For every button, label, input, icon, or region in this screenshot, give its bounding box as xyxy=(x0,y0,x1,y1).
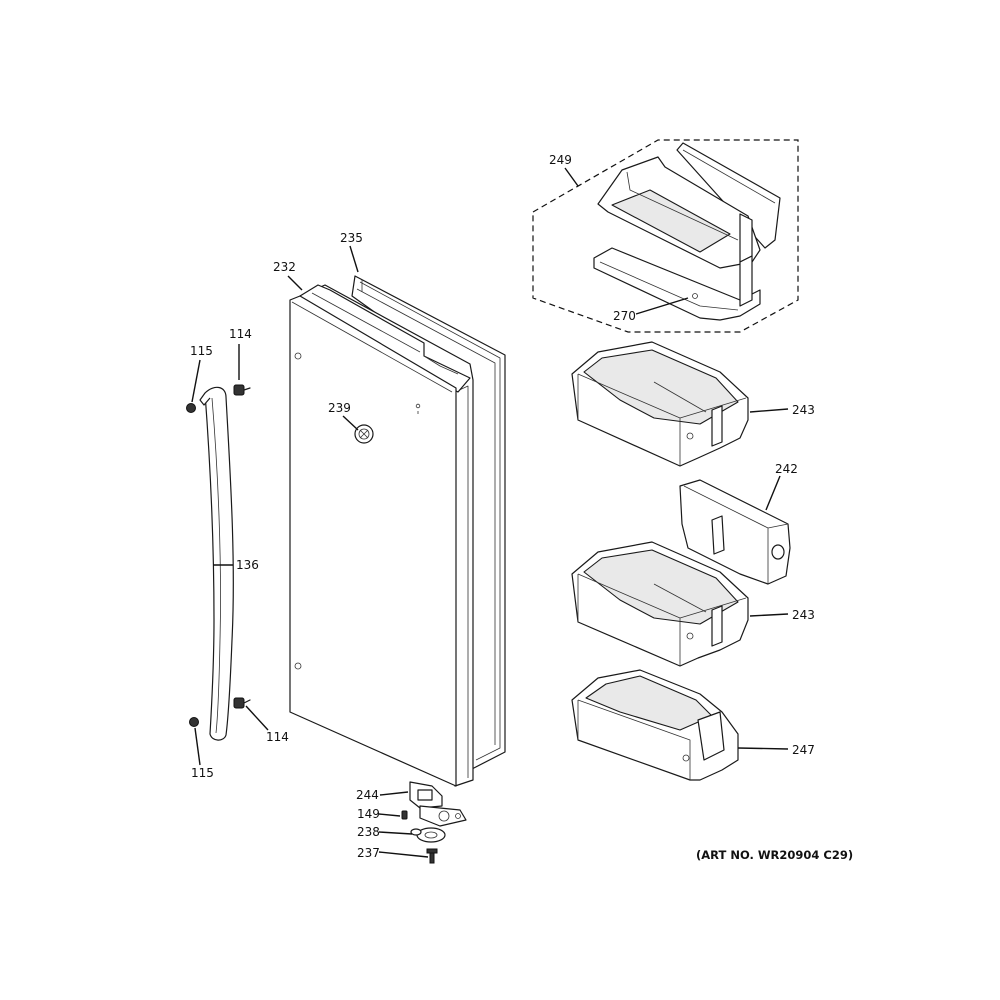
callout-136: 136 xyxy=(236,558,259,572)
handle-screw-top[interactable] xyxy=(233,384,251,396)
callout-247: 247 xyxy=(792,743,815,757)
door-panel[interactable] xyxy=(289,284,474,787)
hinge-screw-237[interactable] xyxy=(426,848,438,864)
dairy-compartment-assembly[interactable] xyxy=(532,139,799,333)
callout-249: 249 xyxy=(549,153,572,167)
hinge-bushing-238[interactable] xyxy=(410,827,446,843)
hinge-assembly[interactable] xyxy=(409,781,467,827)
door-bin-small[interactable] xyxy=(679,479,791,585)
leader-lines xyxy=(191,167,789,858)
door-bin-lower[interactable] xyxy=(571,541,749,667)
door-handle[interactable] xyxy=(199,386,234,741)
callout-239: 239 xyxy=(328,401,351,415)
callout-270: 270 xyxy=(613,309,636,323)
handle-cap-bottom[interactable] xyxy=(189,717,199,727)
callout-237: 237 xyxy=(357,846,380,860)
door-bin-upper[interactable] xyxy=(571,341,749,467)
door-plug[interactable] xyxy=(354,424,374,444)
callout-114-top: 114 xyxy=(229,327,252,341)
callout-149: 149 xyxy=(357,807,380,821)
callout-242: 242 xyxy=(775,462,798,476)
callout-115-bottom: 115 xyxy=(191,766,214,780)
callout-235: 235 xyxy=(340,231,363,245)
handle-screw-bottom[interactable] xyxy=(233,697,251,709)
callout-244: 244 xyxy=(356,788,379,802)
handle-cap-top[interactable] xyxy=(186,403,196,413)
callout-labels: 115 114 136 114 115 232 235 239 244 149 … xyxy=(190,153,853,862)
art-number: (ART NO. WR20904 C29) xyxy=(696,848,853,862)
callout-243-upper: 243 xyxy=(792,403,815,417)
callout-115-top: 115 xyxy=(190,344,213,358)
callout-114-bottom: 114 xyxy=(266,730,289,744)
door-bin-bottom[interactable] xyxy=(571,669,739,781)
hinge-screw-149[interactable] xyxy=(401,810,408,820)
callout-232: 232 xyxy=(273,260,296,274)
callout-238: 238 xyxy=(357,825,380,839)
callout-243-lower: 243 xyxy=(792,608,815,622)
